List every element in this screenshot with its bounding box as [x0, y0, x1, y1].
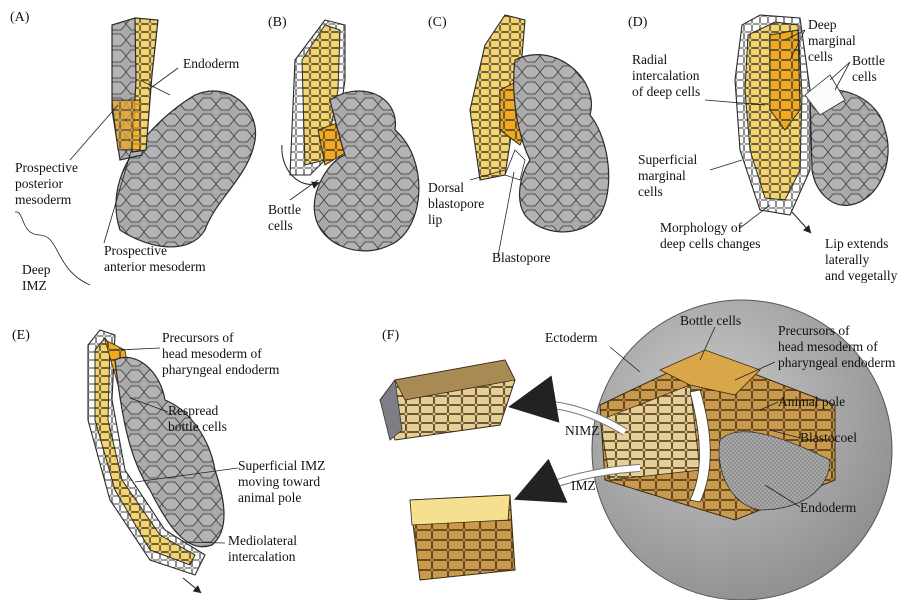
- panel-b-letter: (B): [268, 15, 287, 31]
- label-a-deep-imz: Deep IMZ: [22, 262, 50, 294]
- label-f-nimz: NIMZ: [565, 423, 600, 439]
- label-e-superficial-imz: Superficial IMZ moving toward animal pol…: [238, 458, 325, 506]
- label-a-endoderm: Endoderm: [183, 56, 239, 72]
- label-e-precursors: Precursors of head mesoderm of pharyngea…: [162, 330, 279, 378]
- label-d-lip-extends: Lip extends laterally and vegetally: [825, 236, 897, 284]
- panel-c-letter: (C): [428, 15, 447, 31]
- panel-c-drawing: [470, 15, 609, 256]
- label-f-ectoderm: Ectoderm: [545, 330, 597, 346]
- panel-a-letter: (A): [10, 10, 29, 26]
- panel-d-letter: (D): [628, 15, 647, 31]
- label-f-bottle-cells: Bottle cells: [680, 313, 741, 329]
- label-c-dorsal-blastopore-lip: Dorsal blastopore lip: [428, 180, 484, 228]
- label-a-anterior-mesoderm: Prospective anterior mesoderm: [104, 243, 206, 275]
- label-e-mediolateral: Mediolateral intercalation: [228, 533, 297, 565]
- label-f-endoderm: Endoderm: [800, 500, 856, 516]
- panel-d-drawing: [705, 15, 888, 232]
- label-a-posterior-mesoderm: Prospective posterior mesoderm: [15, 160, 78, 208]
- label-d-bottle-cells: Bottle cells: [852, 53, 885, 85]
- label-f-animal-pole: Animal pole: [778, 394, 845, 410]
- label-e-respread-bottle-cells: Respread bottle cells: [168, 403, 227, 435]
- label-f-precursors: Precursors of head mesoderm of pharyngea…: [778, 323, 895, 371]
- label-f-imz: IMZ: [571, 478, 596, 494]
- label-c-blastopore: Blastopore: [492, 250, 551, 266]
- label-b-bottle-cells: Bottle cells: [268, 202, 301, 234]
- label-d-morphology: Morphology of deep cells changes: [660, 220, 760, 252]
- label-d-radial-intercalation: Radial intercalation of deep cells: [632, 52, 700, 100]
- panel-f-letter: (F): [382, 328, 399, 344]
- label-f-blastocoel: Blastocoel: [800, 430, 857, 446]
- label-d-deep-marginal-cells: Deep marginal cells: [808, 17, 856, 65]
- panel-b-drawing: [282, 20, 419, 251]
- label-d-superficial-marginal-cells: Superficial marginal cells: [638, 152, 697, 200]
- panel-e-letter: (E): [12, 328, 30, 344]
